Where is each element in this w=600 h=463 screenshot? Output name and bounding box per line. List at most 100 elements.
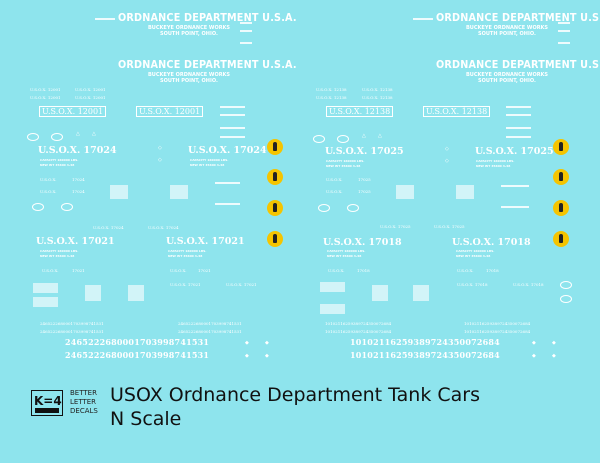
car-number-large: U.S.O.X. 17021 bbox=[166, 236, 245, 247]
brand-tagline: BETTER LETTER DECALS bbox=[70, 389, 98, 416]
car-number-large: U.S.O.X. 17024 bbox=[38, 145, 117, 156]
new-weight-label: NEW WT 45600 4-48 bbox=[190, 163, 225, 167]
car-number-small: U.S.O.X. 17024 bbox=[93, 225, 124, 230]
ordnance-emblem-icon bbox=[560, 295, 572, 303]
digit-strip-small: 2465222680001703998741531 bbox=[40, 321, 104, 326]
digit-strip-large: 2465222680001703998741531 bbox=[65, 337, 210, 347]
car-digits: 17024 bbox=[72, 177, 85, 182]
car-number-boxed: U.S.O.X. 12001 bbox=[136, 106, 204, 117]
fine-print bbox=[506, 136, 531, 138]
fine-print bbox=[558, 22, 570, 24]
new-weight-label: NEW WT 45600 4-48 bbox=[456, 254, 491, 258]
works-line2: SOUTH POINT, OHIO. bbox=[160, 78, 218, 84]
capacity-label: CAPACITY 160000 LBS. bbox=[476, 159, 515, 163]
stencil-block bbox=[320, 282, 345, 292]
stencil-block bbox=[396, 185, 414, 199]
ordnance-seal-icon bbox=[267, 169, 283, 185]
fine-print bbox=[215, 203, 240, 205]
capacity-label: CAPACITY 160000 LBS. bbox=[456, 249, 495, 253]
car-number-small: U.S.O.X. 12001 bbox=[30, 95, 61, 100]
new-weight-label: NEW WT 45600 4-48 bbox=[40, 163, 75, 167]
fine-print bbox=[220, 106, 245, 108]
sheet-title: USOX Ordnance Department Tank Cars bbox=[110, 384, 480, 406]
ordnance-seal-icon bbox=[553, 231, 569, 247]
car-number-small: U.S.O.X. 17024 bbox=[148, 225, 179, 230]
stencil-block bbox=[85, 285, 101, 301]
works-line2: SOUTH POINT, OHIO. bbox=[478, 31, 536, 37]
car-digits: 17021 bbox=[72, 268, 85, 273]
car-number-small: U.S.O.X. 12001 bbox=[30, 87, 61, 92]
ordnance-emblem-icon bbox=[51, 133, 63, 141]
new-weight-label: NEW WT 45600 4-48 bbox=[476, 164, 511, 168]
fine-print bbox=[501, 185, 529, 187]
ordnance-emblem-icon bbox=[27, 133, 39, 141]
ordnance-emblem-icon bbox=[337, 135, 349, 143]
triangle-icon: △ bbox=[92, 131, 96, 137]
usox-label: U.S.O.X. bbox=[40, 177, 57, 182]
new-weight-label: NEW WT 45600 4-48 bbox=[327, 254, 362, 258]
car-digits: 17021 bbox=[198, 268, 211, 273]
fine-print bbox=[220, 127, 245, 129]
digit-strip-large: 10102116259389724350072684 bbox=[350, 337, 500, 347]
car-number-boxed: U.S.O.X. 12001 bbox=[39, 106, 107, 117]
car-number-small: U.S.O.X. 17021 bbox=[170, 282, 201, 287]
stencil-block bbox=[456, 185, 474, 199]
ordnance-seal-icon bbox=[553, 139, 569, 155]
ordnance-emblem-icon bbox=[347, 204, 359, 212]
ordnance-seal-icon bbox=[267, 139, 283, 155]
capacity-label: CAPACITY 160000 LBS. bbox=[40, 158, 79, 162]
fine-print bbox=[506, 106, 531, 108]
capacity-label: CAPACITY 160000 LBS. bbox=[190, 158, 229, 162]
ordnance-title: ORDNANCE DEPARTMENT U.S.A. bbox=[436, 12, 600, 24]
car-number-large: U.S.O.X. 17025 bbox=[325, 146, 404, 157]
digit-strip-large: 2465222680001703998741531 bbox=[65, 350, 210, 360]
svg-text:K=4: K=4 bbox=[34, 394, 62, 408]
ordnance-title: ORDNANCE DEPARTMENT U.S.A. bbox=[118, 12, 297, 24]
brand-line: BETTER bbox=[70, 389, 97, 397]
car-number-small: U.S.O.X. 12001 bbox=[75, 87, 106, 92]
car-digits: 17025 bbox=[358, 189, 371, 194]
triangle-icon: △ bbox=[378, 133, 382, 139]
usox-label: U.S.O.X. bbox=[170, 268, 187, 273]
car-number-small: U.S.O.X. 17025 bbox=[380, 224, 411, 229]
diamond-icon: ◆ bbox=[532, 340, 536, 346]
digit-strip-small: 10102116259389724350072684 bbox=[325, 321, 392, 326]
digit-strip-small: 2465222680001703998741531 bbox=[40, 329, 104, 334]
car-number-boxed: U.S.O.X. 12138 bbox=[326, 106, 394, 117]
brand-line: DECALS bbox=[70, 407, 98, 415]
new-weight-label: NEW WT 45600 4-48 bbox=[168, 254, 203, 258]
fine-print bbox=[413, 18, 433, 20]
works-line1: BUCKEYE ORDNANCE WORKS bbox=[148, 72, 231, 78]
car-number-small: U.S.O.X. 12001 bbox=[75, 95, 106, 100]
works-line1: BUCKEYE ORDNANCE WORKS bbox=[148, 25, 231, 31]
triangle-icon: △ bbox=[76, 131, 80, 137]
k4-logo: K=4 bbox=[31, 390, 63, 416]
usox-label: U.S.O.X. bbox=[326, 177, 343, 182]
stencil-block bbox=[170, 185, 188, 199]
fine-print bbox=[220, 114, 245, 116]
car-number-small: U.S.O.X. 12138 bbox=[362, 87, 393, 92]
stencil-block bbox=[413, 285, 429, 301]
car-digits: 17025 bbox=[358, 177, 371, 182]
ordnance-seal-icon bbox=[267, 231, 283, 247]
digit-strip-small: 2465222680001703998741531 bbox=[178, 321, 242, 326]
car-number-large: U.S.O.X. 17024 bbox=[188, 145, 267, 156]
works-line1: BUCKEYE ORDNANCE WORKS bbox=[466, 25, 549, 31]
scale-label: N Scale bbox=[110, 408, 182, 430]
new-weight-label: NEW WT 45600 4-48 bbox=[326, 164, 361, 168]
usox-label: U.S.O.X. bbox=[42, 268, 59, 273]
usox-label: U.S.O.X. bbox=[40, 189, 57, 194]
stencil-block bbox=[320, 304, 345, 314]
capacity-label: CAPACITY 160000 LBS. bbox=[326, 159, 365, 163]
works-line2: SOUTH POINT, OHIO. bbox=[478, 78, 536, 84]
car-number-boxed: U.S.O.X. 12138 bbox=[423, 106, 491, 117]
fine-print bbox=[215, 182, 240, 184]
diamond-icon: ◆ bbox=[532, 353, 536, 359]
fine-print bbox=[240, 22, 252, 24]
ordnance-emblem-icon bbox=[318, 204, 330, 212]
stencil-block bbox=[33, 297, 58, 307]
car-number-large: U.S.O.X. 17018 bbox=[323, 237, 402, 248]
diamond-icon: ◇ bbox=[445, 146, 449, 152]
fine-print bbox=[95, 18, 115, 20]
digit-strip-large: 10102116259389724350072684 bbox=[350, 350, 500, 360]
